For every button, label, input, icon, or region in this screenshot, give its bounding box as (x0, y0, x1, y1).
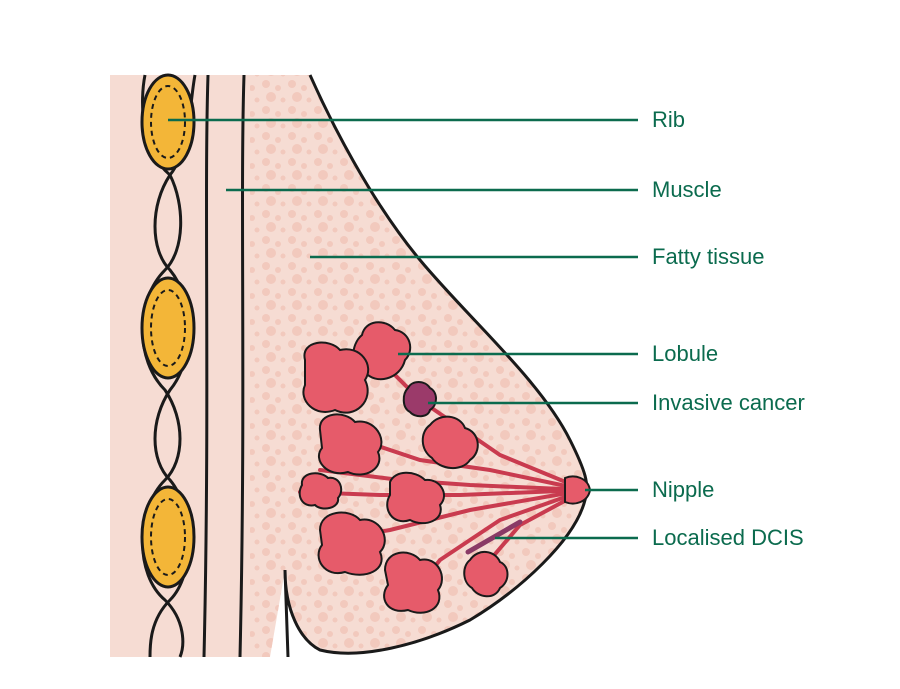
lobule-bottom-right (463, 551, 509, 598)
lobule-upper-left (302, 341, 370, 414)
label-localised-dcis: Localised DCIS (652, 525, 804, 550)
label-rib: Rib (652, 107, 686, 132)
lobule-bottom-center (383, 551, 443, 614)
leader-lines (168, 118, 638, 540)
lobules (298, 321, 509, 614)
label-nipple: Nipple (652, 477, 715, 502)
label-muscle: Muscle (652, 177, 722, 202)
localised-dcis (465, 519, 523, 555)
lobule-left-lower (298, 472, 343, 510)
lobule-mid (421, 415, 479, 469)
label-lobule: Lobule (652, 341, 719, 366)
lobule-left-center (318, 413, 383, 476)
muscle-outline-left (202, 74, 210, 658)
muscle-outline-right (238, 74, 246, 658)
lobule-bottom-left (317, 511, 386, 576)
rib-1 (140, 73, 196, 171)
chest-wall-background (110, 75, 270, 657)
rib-3 (140, 485, 196, 589)
rib-2 (140, 276, 196, 380)
lobule-center (386, 471, 445, 525)
label-fatty-tissue: Fatty tissue (652, 244, 765, 269)
invasive-cancer-mass (402, 381, 437, 418)
label-invasive-cancer: Invasive cancer (652, 390, 805, 415)
